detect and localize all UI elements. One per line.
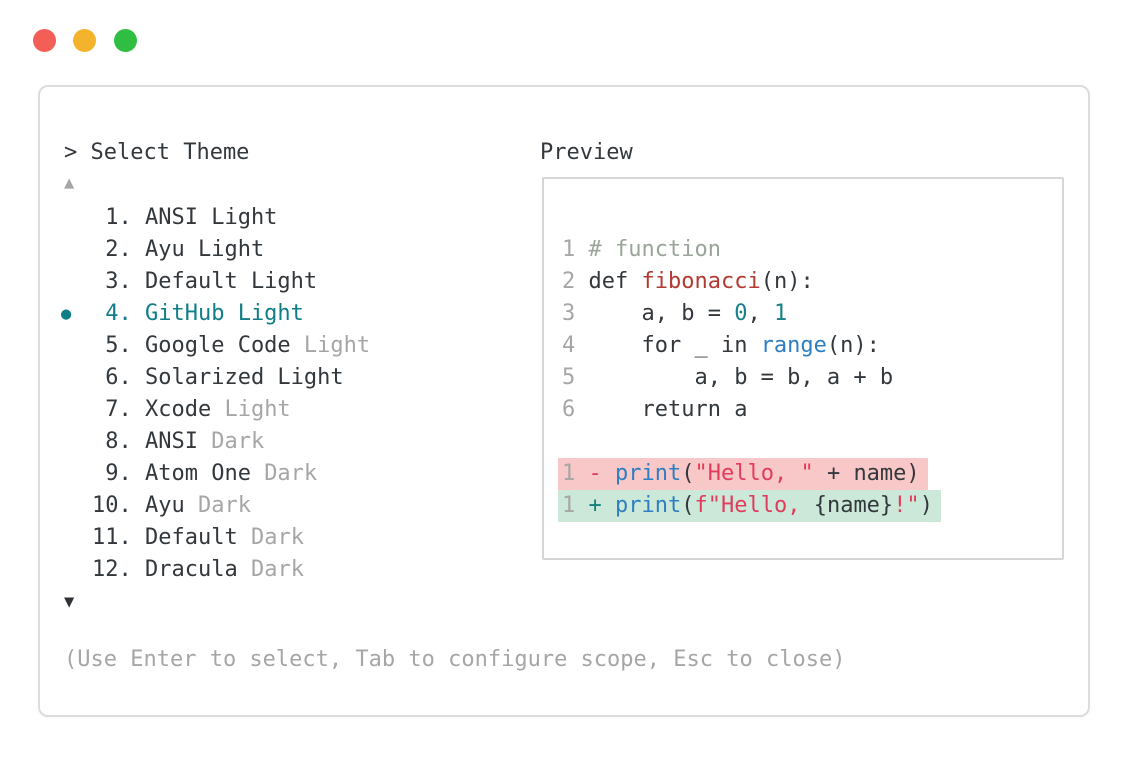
diff-line-removed: 1 - print("Hello, " + name) [558, 458, 1052, 490]
diff-line-highlight: 1 + print(f"Hello, {name}!") [558, 490, 941, 522]
code-token: {name} [813, 493, 894, 518]
theme-item-label: 6. Solarized Light [92, 365, 344, 390]
theme-item-label: 10. Ayu [92, 493, 198, 518]
diff-line-added: 1 + print(f"Hello, {name}!") [558, 490, 1052, 522]
code-line: 1 # function [562, 234, 1052, 266]
code-token: (n): [760, 269, 814, 294]
theme-list-item[interactable]: 7. Xcode Light [64, 394, 370, 426]
theme-item-label: 12. Dracula [92, 557, 251, 582]
zoom-button[interactable] [114, 29, 137, 52]
theme-item-label: 11. Default [92, 525, 251, 550]
theme-list-item[interactable]: 5. Google Code Light [64, 330, 370, 362]
code-line: 6 return a [562, 394, 1052, 426]
theme-item-label: 9. Atom One [92, 461, 265, 486]
code-token: 5 [562, 365, 576, 390]
theme-item-label: 3. Default Light [92, 269, 318, 294]
theme-item-label: Dark [211, 429, 265, 454]
scroll-down-icon[interactable]: ▼ [64, 592, 75, 612]
code-token [575, 493, 588, 518]
code-token: , [747, 301, 774, 326]
code-token: ( [681, 493, 695, 518]
theme-item-label: 7. Xcode [92, 397, 225, 422]
theme-item-label: Light [224, 397, 291, 422]
selected-item-bullet-icon: ● [61, 304, 72, 324]
diff-line-highlight: 1 - print("Hello, " + name) [558, 458, 928, 490]
theme-list-item[interactable]: 2. Ayu Light [64, 234, 370, 266]
code-token: "Hello, " [694, 461, 814, 486]
code-token: range [760, 333, 827, 358]
code-token: print [615, 461, 682, 486]
code-line: 4 for _ in range(n): [562, 330, 1052, 362]
preview-title: Preview [540, 140, 633, 165]
theme-item-label: Dark [250, 525, 304, 550]
code-token [575, 461, 588, 486]
code-token [575, 237, 588, 262]
code-token: fibonacci [641, 269, 761, 294]
theme-list-item[interactable]: 10. Ayu Dark [64, 490, 370, 522]
theme-list-item[interactable]: 9. Atom One Dark [64, 458, 370, 490]
code-token: 1 [562, 237, 576, 262]
terminal-window: > Select Theme ▲ 1. ANSI Light 2. Ayu Li… [38, 85, 1090, 717]
code-token: 6 [562, 397, 576, 422]
scroll-up-icon[interactable]: ▲ [64, 173, 75, 193]
code-token: + [588, 493, 602, 518]
code-token: ( [681, 461, 695, 486]
theme-item-label: 8. ANSI [92, 429, 212, 454]
code-token: def [575, 269, 642, 294]
code-token: for _ in [575, 333, 761, 358]
code-line: 5 a, b = b, a + b [562, 362, 1052, 394]
theme-item-label: 1. ANSI Light [92, 205, 278, 230]
code-line [562, 426, 1052, 458]
code-token: ) [919, 493, 933, 518]
code-token: (n): [826, 333, 880, 358]
code-token: print [615, 493, 682, 518]
theme-list-item[interactable]: 12. Dracula Dark [64, 554, 370, 586]
code-token: - [588, 461, 602, 486]
code-token: f"Hello, [694, 493, 814, 518]
code-token: return a [575, 397, 748, 422]
theme-list-item[interactable]: 8. ANSI Dark [64, 426, 370, 458]
theme-item-label: Light [303, 333, 371, 358]
code-line: 2 def fibonacci(n): [562, 266, 1052, 298]
theme-item-label: 5. Google Code [92, 333, 304, 358]
picker-prompt: > Select Theme [64, 140, 250, 165]
theme-item-label: 4. GitHub Light [92, 301, 304, 326]
minimize-button[interactable] [73, 29, 96, 52]
theme-list: 1. ANSI Light 2. Ayu Light 3. Default Li… [61, 202, 370, 586]
code-token: 1 [562, 493, 576, 518]
code-token: + name) [813, 461, 920, 486]
theme-list-item[interactable]: 11. Default Dark [64, 522, 370, 554]
code-token: 0 [734, 301, 748, 326]
theme-item-label: Dark [197, 493, 251, 518]
theme-list-item[interactable]: ● 4. GitHub Light [61, 298, 370, 330]
code-token [602, 461, 615, 486]
close-button[interactable] [33, 29, 56, 52]
code-token: 4 [562, 333, 576, 358]
theme-item-label: Dark [264, 461, 318, 486]
code-token: !" [893, 493, 920, 518]
theme-item-label: Dark [250, 557, 304, 582]
code-token: # function [588, 237, 721, 262]
theme-list-item[interactable]: 6. Solarized Light [64, 362, 370, 394]
theme-item-label: 2. Ayu Light [92, 237, 265, 262]
code-token: 3 [562, 301, 576, 326]
theme-list-item[interactable]: 1. ANSI Light [64, 202, 370, 234]
code-token: 2 [562, 269, 576, 294]
code-token: 1 [562, 461, 576, 486]
code-token: 1 [773, 301, 788, 326]
theme-list-item[interactable]: 3. Default Light [64, 266, 370, 298]
code-token [602, 493, 615, 518]
code-token: a, b = [575, 301, 735, 326]
code-line: 3 a, b = 0, 1 [562, 298, 1052, 330]
code-token: a, b = b, a + b [575, 365, 894, 390]
keyboard-hint: (Use Enter to select, Tab to configure s… [64, 647, 846, 672]
